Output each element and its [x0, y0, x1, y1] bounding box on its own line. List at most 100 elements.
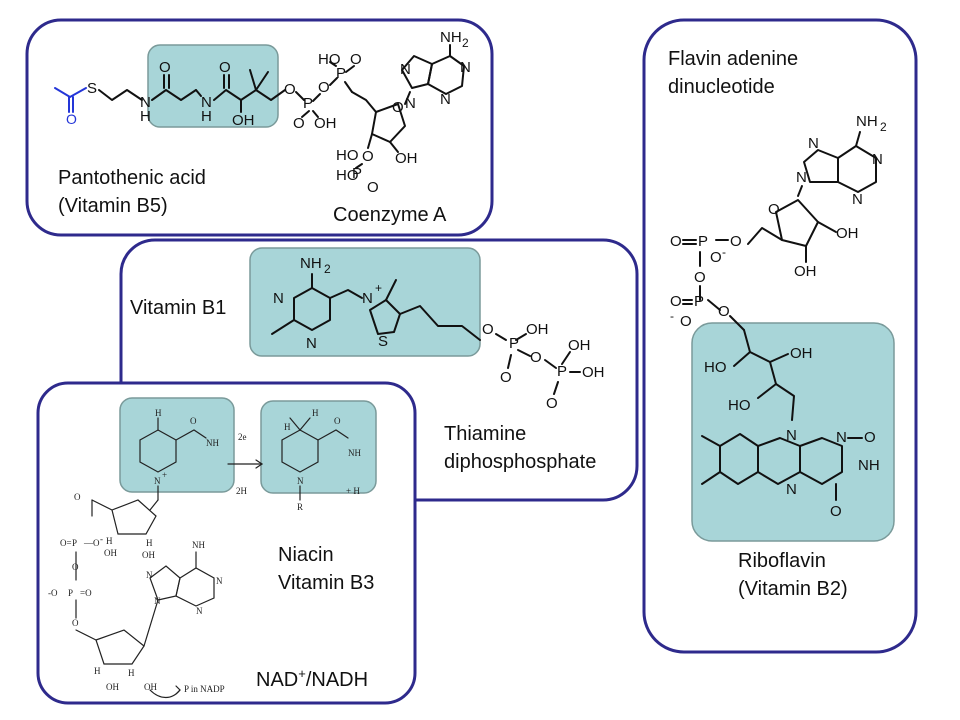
svg-text:OH: OH	[568, 337, 591, 354]
svg-text:H: H	[312, 408, 319, 418]
svg-text:O: O	[694, 269, 706, 286]
svg-text:2: 2	[880, 120, 887, 134]
svg-text:H: H	[128, 668, 135, 678]
svg-text:N: N	[146, 570, 153, 580]
svg-text:N: N	[201, 94, 212, 111]
svg-text:HO: HO	[704, 359, 727, 376]
svg-text:O: O	[482, 321, 494, 338]
svg-text:H: H	[155, 408, 162, 418]
pantothenic-acid-highlight	[147, 44, 279, 128]
svg-text:P: P	[68, 588, 73, 598]
svg-text:H: H	[284, 422, 291, 432]
svg-text:HO: HO	[336, 167, 359, 184]
svg-text:O=: O=	[60, 538, 72, 548]
svg-text:+: +	[375, 281, 382, 295]
svg-text:OH: OH	[395, 150, 418, 167]
electrons-label: 2e	[238, 432, 247, 442]
svg-text:N: N	[216, 576, 223, 586]
thiamine-label-line1: Thiamine	[444, 423, 526, 445]
pantothenic-acid-label-line2: (Vitamin B5)	[58, 195, 168, 217]
svg-text:O: O	[159, 59, 171, 76]
svg-text:P: P	[698, 233, 708, 250]
svg-text:N: N	[836, 429, 847, 446]
fad-label-line1: Flavin adenine	[668, 48, 798, 70]
svg-text:O: O	[670, 293, 682, 310]
svg-text:-: -	[100, 534, 103, 544]
svg-text:O: O	[284, 81, 296, 98]
svg-text:N: N	[154, 476, 161, 486]
coenzyme-a-label: Coenzyme A	[333, 204, 447, 226]
svg-text:P: P	[72, 538, 77, 548]
svg-text:H: H	[94, 666, 101, 676]
svg-text:P: P	[303, 95, 313, 112]
svg-text:O: O	[293, 115, 305, 132]
svg-text:H: H	[201, 108, 212, 125]
svg-text:2: 2	[324, 262, 331, 276]
svg-text:N: N	[362, 290, 373, 307]
nad-label: NAD+/NADH	[256, 666, 368, 691]
svg-text:NH: NH	[856, 113, 878, 130]
svg-text:O: O	[367, 179, 379, 196]
svg-text:N: N	[196, 606, 203, 616]
fad-panel: NH 2 N N N N O OH OH O P O O - O P O O -	[642, 18, 918, 654]
svg-text:OH: OH	[836, 225, 859, 242]
svg-text:NH: NH	[440, 29, 462, 46]
svg-text:OH: OH	[144, 682, 157, 692]
svg-text:O: O	[350, 51, 362, 68]
svg-text:NH: NH	[858, 457, 880, 474]
svg-text:NH: NH	[206, 438, 219, 448]
svg-text:N: N	[273, 290, 284, 307]
svg-text:O: O	[680, 313, 692, 330]
fad-label-line2: dinucleotide	[668, 76, 775, 98]
svg-text:-: -	[722, 245, 726, 259]
svg-text:O: O	[718, 303, 730, 320]
niacin-label-line2: Vitamin B3	[278, 572, 374, 594]
svg-text:O: O	[710, 249, 722, 266]
svg-text:H: H	[106, 536, 113, 546]
svg-text:-O: -O	[48, 588, 58, 598]
svg-text:O: O	[670, 233, 682, 250]
svg-text:R: R	[297, 502, 303, 512]
svg-text:N: N	[786, 427, 797, 444]
svg-text:P: P	[509, 335, 519, 352]
svg-text:OH: OH	[790, 345, 813, 362]
svg-text:P: P	[352, 165, 362, 182]
svg-text:O: O	[830, 503, 842, 520]
svg-text:O: O	[864, 429, 876, 446]
thiamine-label-line2: diphosphosphate	[444, 451, 596, 473]
svg-text:N: N	[297, 476, 304, 486]
svg-text:+: +	[162, 470, 167, 480]
svg-text:OH: OH	[794, 263, 817, 280]
svg-text:H: H	[140, 108, 151, 125]
vitamin-b1-highlight	[249, 247, 481, 357]
svg-text:N: N	[405, 95, 416, 112]
svg-text:=O: =O	[80, 588, 92, 598]
svg-text:NH: NH	[348, 448, 361, 458]
svg-text:O: O	[362, 148, 374, 165]
svg-text:N: N	[154, 596, 161, 606]
svg-text:P: P	[694, 293, 704, 310]
svg-text:O: O	[530, 349, 542, 366]
svg-text:O: O	[334, 416, 341, 426]
svg-text:S: S	[87, 80, 97, 97]
svg-text:P: P	[336, 65, 346, 82]
svg-text:N: N	[440, 91, 451, 108]
svg-text:N: N	[872, 151, 883, 168]
svg-text:O: O	[730, 233, 742, 250]
svg-text:-: -	[670, 309, 674, 323]
svg-text:2: 2	[462, 36, 469, 50]
riboflavin-label-line2: (Vitamin B2)	[738, 578, 848, 600]
svg-text:HO: HO	[728, 397, 751, 414]
svg-text:N: N	[796, 169, 807, 186]
svg-text:OH: OH	[232, 112, 255, 129]
svg-text:O: O	[219, 59, 231, 76]
svg-text:S: S	[378, 333, 388, 350]
svg-text:P: P	[557, 363, 567, 380]
svg-text:OH: OH	[582, 364, 605, 381]
svg-text:OH: OH	[314, 115, 337, 132]
niacin-panel: H O NH N + 2e 2H H H O NH N R + H H H OH…	[36, 381, 417, 705]
svg-text:O: O	[66, 111, 77, 127]
pantothenic-acid-label-line1: Pantothenic acid	[58, 167, 206, 189]
svg-text:N: N	[852, 191, 863, 208]
